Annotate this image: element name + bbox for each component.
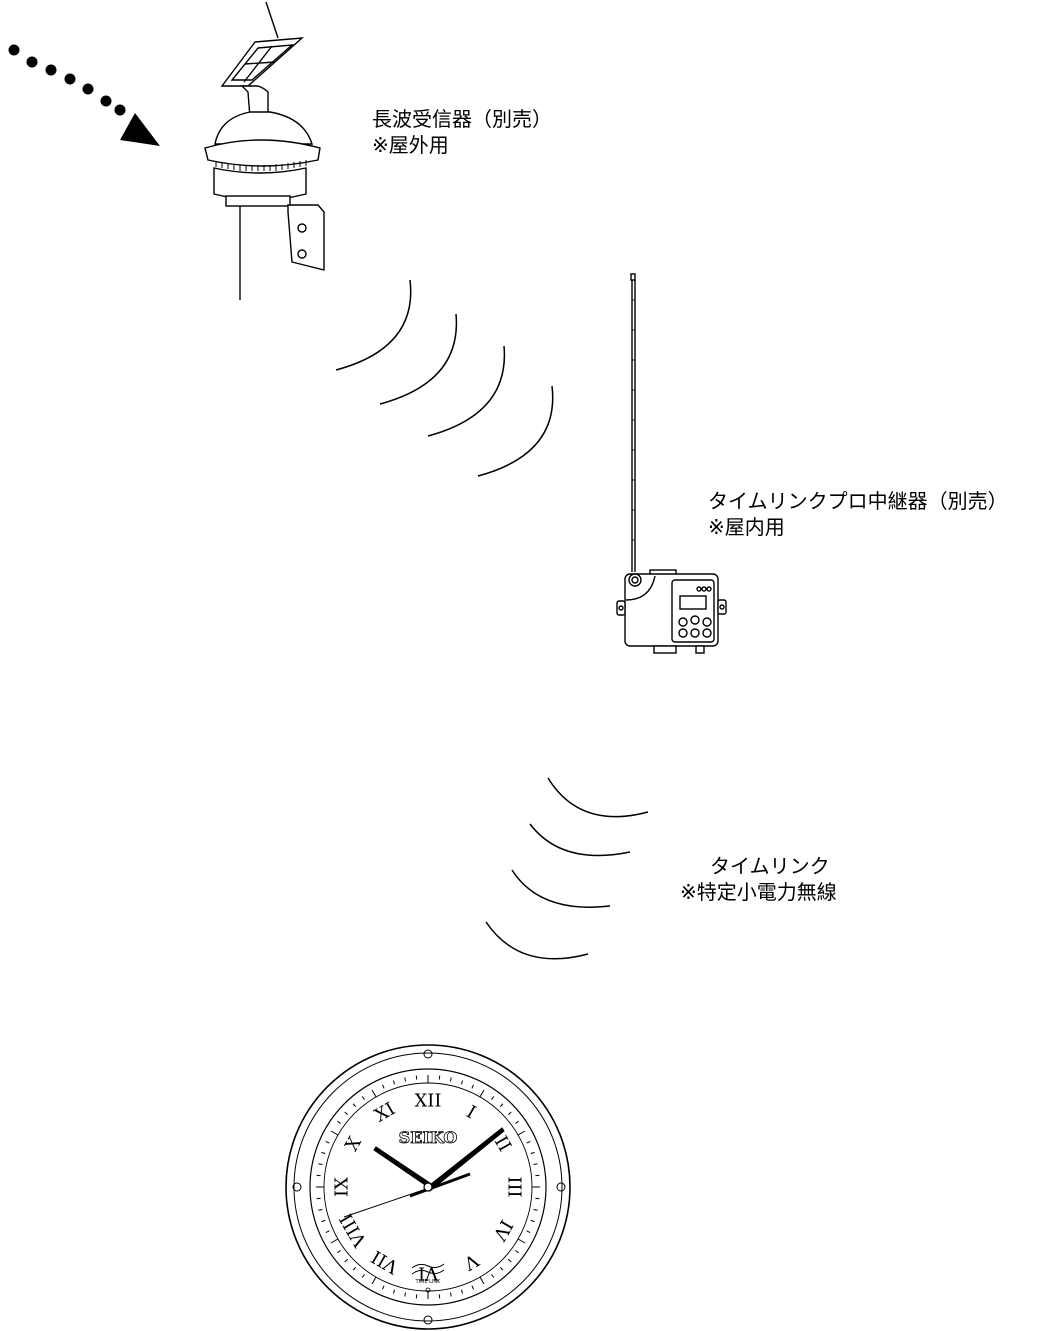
clock-tick [352,1266,357,1271]
clock-tick [361,1274,365,1278]
clock-tick [530,1219,535,1223]
clock-screw-bottom [423,1315,433,1325]
clock-tick [526,1140,531,1144]
clock-tick [330,1130,339,1136]
clock-tick [381,1285,385,1290]
clock-tick [526,1230,531,1234]
clock-numeral: XII [414,1091,441,1112]
clock-tick [499,1266,504,1271]
clock-tick [515,1250,519,1254]
clock-tick [491,1096,495,1100]
timelink-pro-relay [616,273,727,654]
clock-tick [392,1080,396,1085]
clock-tick [404,1077,407,1082]
clock-numeral: I [463,1102,480,1124]
clock-numeral: X [341,1133,366,1155]
clock-tick [404,1292,407,1297]
clock-tick [321,1219,326,1223]
clock-tick [517,1130,526,1136]
clock-tick [479,1276,485,1285]
clock-sublogo: TIME LINK [415,1279,442,1285]
clock-tick [491,1274,495,1278]
relay-note: ※屋内用 [708,515,785,539]
timelink-label: タイムリンク ※特定小電力無線 [680,853,837,905]
clock-minute-ticks [316,1075,540,1299]
clock-tick [533,1208,538,1211]
clock-center-cap [423,1182,433,1192]
clock-tick [337,1250,341,1254]
clock-tick [392,1289,396,1294]
clock-tick [507,1111,512,1116]
receiver-note: ※屋外用 [372,133,449,157]
clock-numeral: V [459,1249,482,1275]
timelink-name: タイムリンク [710,854,830,878]
clock-tick [449,1077,452,1082]
clock-tick [337,1120,341,1124]
clock-tick [325,1140,330,1144]
clock-numeral: XI [371,1098,399,1126]
signal-arrowhead [120,113,160,146]
longwave-signal-arrow [8,44,160,146]
clock-tick [479,1089,485,1098]
clock-numeral: VII [368,1246,403,1278]
longwave-receiver [204,1,325,300]
timelink-logo-icon [411,1263,445,1275]
clock-tick [530,1151,535,1155]
clock-tick [318,1163,323,1166]
radio-waves-receiver [335,279,554,477]
clock-tick [471,1285,475,1290]
clock-tick [344,1258,349,1263]
clock-numeral: IX [332,1177,353,1197]
relay-label: タイムリンクプロ中継器（別売） ※屋内用 [708,488,1008,540]
clock-tick [371,1089,377,1098]
clock-numeral: III [504,1176,525,1197]
receiver-label: 長波受信器（別売） ※屋外用 [372,106,552,158]
clock-tick [515,1120,519,1124]
clock-tick [330,1238,339,1244]
clock-tick [460,1289,464,1294]
clock-tick [344,1111,349,1116]
clock-tick [449,1292,452,1297]
clock-screw-top [423,1049,433,1059]
relay-name: タイムリンクプロ中継器（別売） [708,489,1008,513]
clock-tick [318,1208,323,1211]
clock-tick [460,1080,464,1085]
receiver-name: 長波受信器（別売） [372,107,552,131]
clock-tick [352,1103,357,1108]
clock-hour-hand [373,1146,431,1188]
clock-tick [321,1151,326,1155]
timelink-note: ※特定小電力無線 [680,880,837,904]
clock-screw-right [556,1182,566,1192]
clock-tick [507,1258,512,1263]
clock-numeral: IV [488,1216,517,1245]
clock-tick [471,1084,475,1089]
clock-tick [361,1096,365,1100]
radio-waves-relay [485,777,649,960]
clock-tick [381,1084,385,1089]
clock-tick [371,1276,377,1285]
clock-tick [325,1230,330,1234]
clock-tick [499,1103,504,1108]
clock-tick [533,1163,538,1166]
clock-brand-logo: SEIKO [399,1128,458,1147]
clock-screw-left [292,1182,302,1192]
clock-tick [517,1238,526,1244]
